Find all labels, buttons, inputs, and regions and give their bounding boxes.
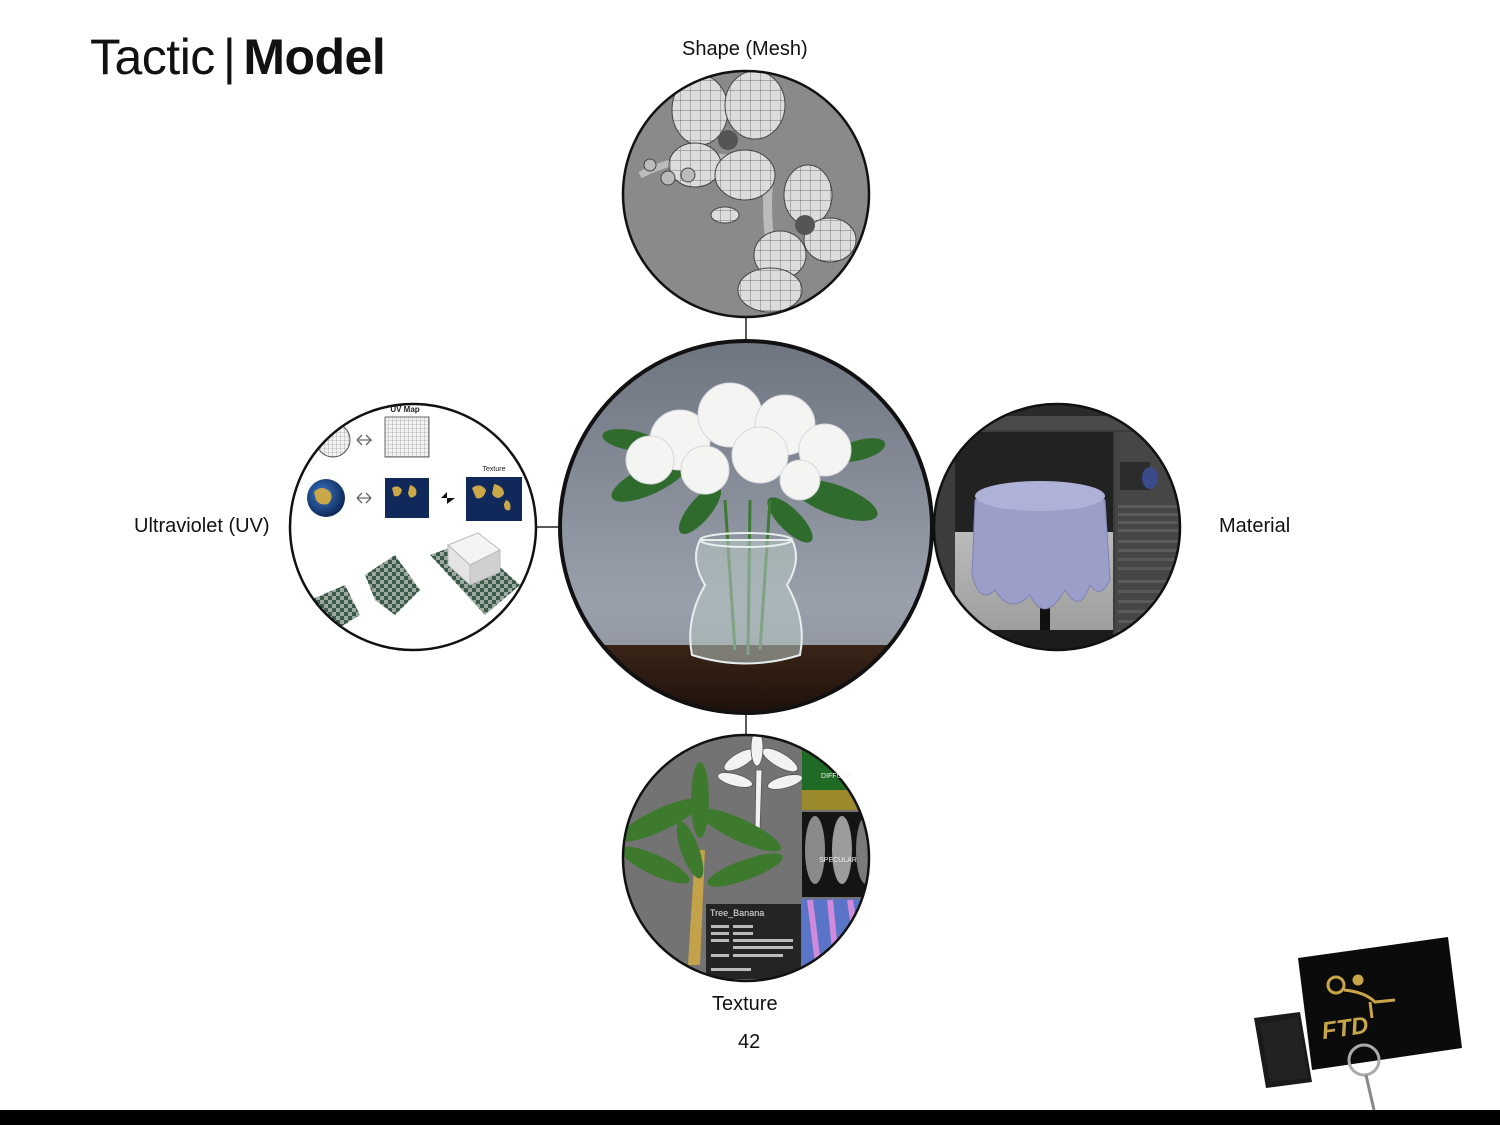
texture-asset-name: Tree_Banana <box>710 908 764 918</box>
mesh-orchid-image <box>621 69 871 319</box>
label-texture: Texture <box>712 993 778 1015</box>
material-editor-image <box>932 402 1182 652</box>
uv-map-image: UV Map Texture <box>288 402 538 652</box>
uv-map-caption: UV Map <box>390 405 419 414</box>
mercury-figure-icon <box>1326 974 1396 1019</box>
slide-title: Tactic|Model <box>90 28 386 86</box>
uv-texture-caption: Texture <box>483 466 506 473</box>
texture-banana-image: Tree_Banana DIFFUSE SPECULAR <box>621 733 871 983</box>
specular-map-label: SPECULAR <box>819 857 857 864</box>
ftd-logo: FTD <box>1254 937 1462 1111</box>
label-ultraviolet: Ultraviolet (UV) <box>134 515 270 537</box>
ftd-logo-text: FTD <box>1320 1012 1370 1045</box>
footer-bar <box>0 1110 1500 1125</box>
diffuse-map-label: DIFFUSE <box>821 773 851 780</box>
center-vase-photo <box>558 339 934 715</box>
title-tactic: Tactic <box>90 29 215 85</box>
title-separator: | <box>222 29 236 85</box>
page-number: 42 <box>738 1031 761 1053</box>
label-shape-mesh: Shape (Mesh) <box>682 38 808 60</box>
label-material: Material <box>1219 515 1291 537</box>
title-model: Model <box>243 29 386 85</box>
